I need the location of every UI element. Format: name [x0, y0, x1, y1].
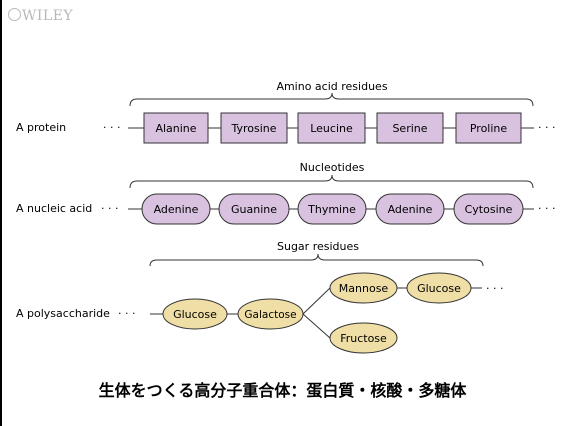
- nucleotide-pill: Cytosine: [453, 193, 524, 225]
- nucleotide-pill: Adenine: [141, 193, 211, 225]
- nucleic-acid-label: A nucleic acid: [16, 202, 92, 215]
- sugar-ellipse-label: Mannose: [339, 282, 389, 295]
- sugar-ellipse: Fructose: [329, 322, 398, 354]
- sugar-ellipse: Glucose: [406, 272, 472, 304]
- protein-ellipsis-right: · · ·: [538, 121, 555, 134]
- polysaccharide-ellipsis-right: · · ·: [486, 282, 503, 295]
- sugar-ellipse: Mannose: [329, 272, 398, 304]
- nucleotide-pill-label: Thymine: [307, 203, 356, 216]
- polysaccharide-group-label: Sugar residues: [277, 240, 359, 253]
- polysaccharide-ellipsis-left: · · ·: [118, 307, 135, 320]
- residue-box: Leucine: [297, 112, 366, 144]
- residue-box-label: Leucine: [310, 122, 353, 135]
- protein-row: A protein · · · · · · Amino acid residue…: [16, 80, 555, 144]
- nucleotide-pill-label: Cytosine: [465, 203, 513, 216]
- nucleotide-pill-label: Adenine: [154, 203, 199, 216]
- residue-box: Serine: [376, 112, 444, 144]
- protein-group-label: Amino acid residues: [276, 80, 387, 93]
- wiley-seal-icon: [8, 8, 21, 21]
- polysaccharide-label: A polysaccharide: [16, 307, 110, 320]
- nucleic-acid-group-brace: [129, 174, 534, 189]
- glycosidic-bonds: [150, 287, 482, 339]
- residue-box-label: Serine: [392, 122, 427, 135]
- polysaccharide-row: A polysaccharide · · · · · · Sugar resid…: [16, 240, 503, 354]
- sugar-ellipse: Galactose: [237, 298, 304, 330]
- residue-box-label: Alanine: [155, 122, 196, 135]
- residue-box: Proline: [455, 112, 522, 144]
- nucleic-acid-ellipsis-right: · · ·: [538, 202, 555, 215]
- residue-box-label: Tyrosine: [230, 122, 276, 135]
- nucleic-acid-row: A nucleic acid · · · · · · Nucleotides A…: [16, 161, 555, 225]
- residue-box: Tyrosine: [220, 112, 288, 144]
- sugar-ellipse-label: Galactose: [244, 309, 296, 321]
- sugar-ellipse: Glucose: [162, 298, 228, 330]
- residue-box: Alanine: [143, 112, 209, 144]
- protein-label: A protein: [16, 121, 66, 134]
- residue-box-label: Proline: [470, 122, 508, 135]
- slide-caption: 生体をつくる高分子重合体：蛋白質・核酸・多糖体: [98, 381, 467, 400]
- wiley-logo: WILEY: [8, 8, 73, 24]
- nucleotide-pill-label: Guanine: [231, 203, 277, 216]
- nucleotide-pill: Guanine: [218, 193, 290, 225]
- nucleic-acid-ellipsis-left: · · ·: [101, 202, 118, 215]
- nucleotide-pill: Thymine: [297, 193, 367, 225]
- left-rule: [0, 0, 2, 426]
- protein-ellipsis-left: · · ·: [103, 121, 120, 134]
- nucleotide-pill-label: Adenine: [388, 203, 433, 216]
- sugar-ellipse-label: Glucose: [417, 282, 461, 295]
- polysaccharide-group-brace: [149, 253, 484, 267]
- sugar-ellipse-label: Fructose: [340, 332, 387, 345]
- nucleic-acid-group-label: Nucleotides: [300, 161, 365, 174]
- nucleotide-pill: Adenine: [375, 193, 445, 225]
- sugar-ellipse-label: Glucose: [173, 308, 217, 321]
- protein-group-brace: [129, 92, 534, 107]
- wiley-logo-text: WILEY: [22, 8, 74, 24]
